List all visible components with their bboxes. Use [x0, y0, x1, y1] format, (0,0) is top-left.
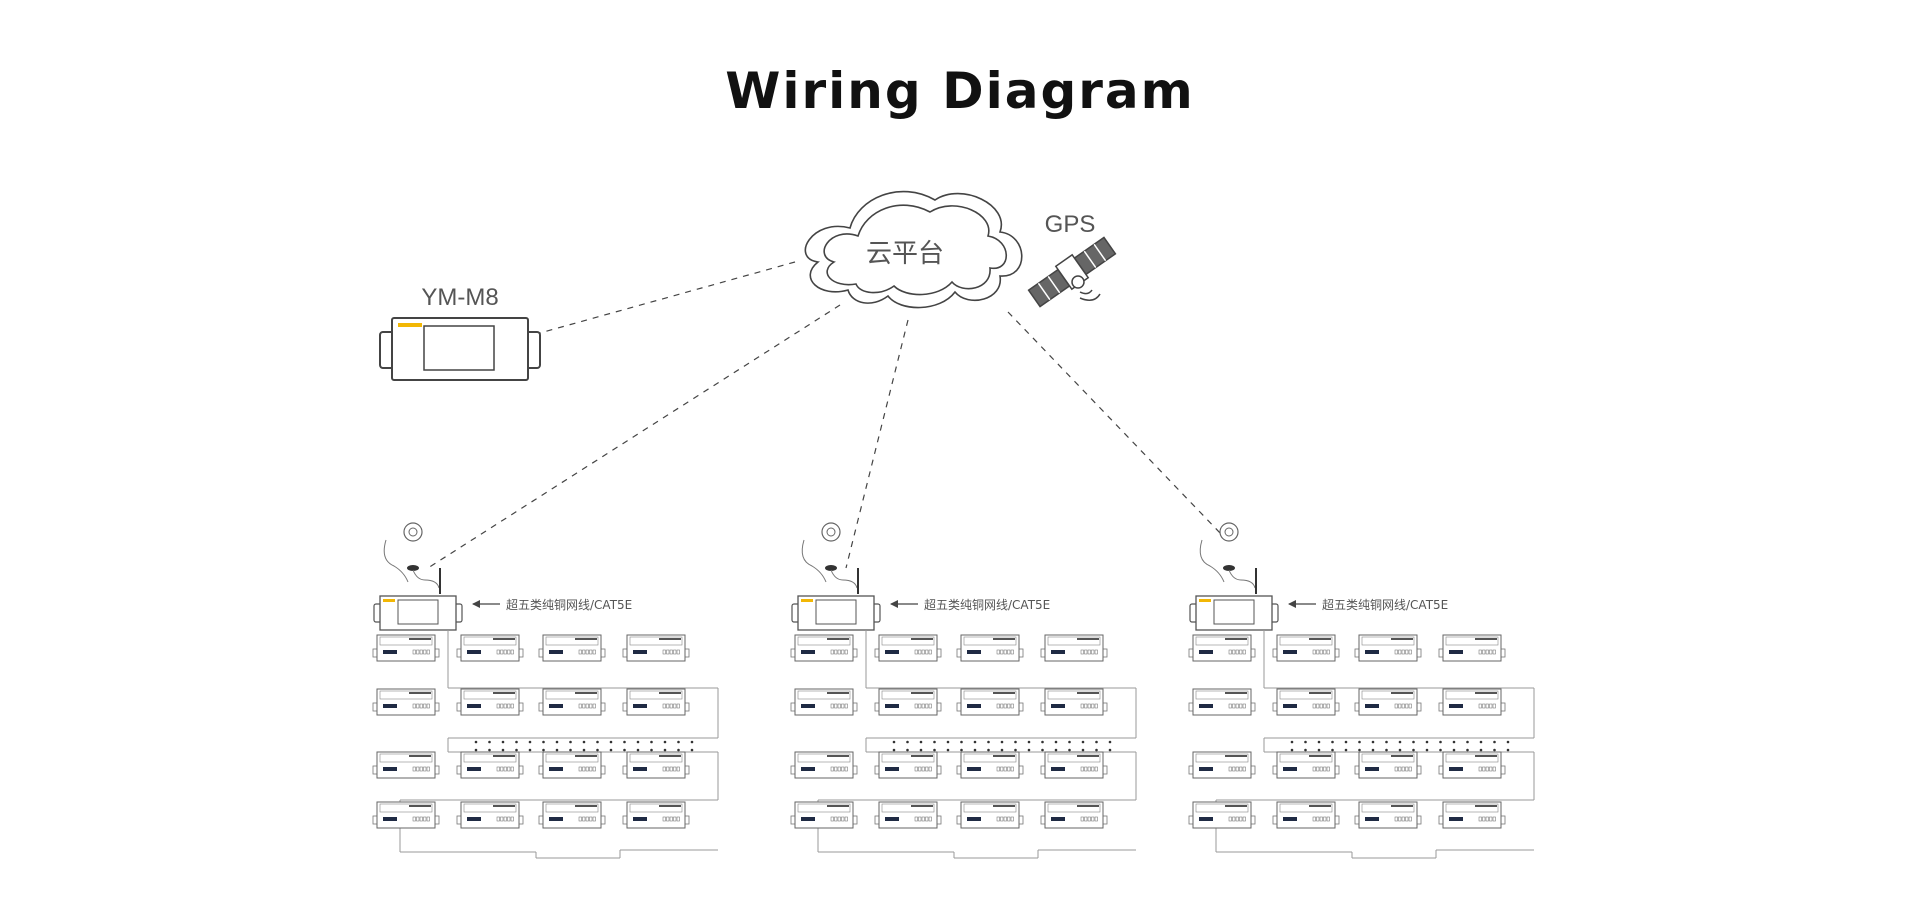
arrow-head-icon	[472, 600, 480, 608]
cable-label: 超五类纯铜网线/CAT5E	[924, 597, 1050, 612]
device-unit	[790, 801, 858, 829]
gateway-icon	[1189, 595, 1279, 631]
device-unit	[538, 801, 606, 829]
device-unit	[456, 634, 524, 662]
device-unit	[372, 634, 440, 662]
gps-antenna-icon	[383, 522, 441, 594]
device-unit	[956, 634, 1024, 662]
device-unit	[456, 801, 524, 829]
device-unit	[790, 751, 858, 779]
device-unit	[1272, 751, 1340, 779]
cloud-platform: 云平台	[804, 190, 1023, 309]
device-unit	[456, 688, 524, 716]
cloud-label: 云平台	[866, 239, 944, 269]
connection-line-monitor	[539, 261, 796, 334]
device-unit	[1272, 688, 1340, 716]
device-unit	[790, 688, 858, 716]
device-unit	[1040, 634, 1108, 662]
cable-label: 超五类纯铜网线/CAT5E	[1322, 597, 1448, 612]
connection-lines	[427, 261, 1223, 569]
device-unit	[874, 751, 942, 779]
satellite-icon	[1027, 236, 1117, 308]
device-unit	[1272, 634, 1340, 662]
continuation-dots	[892, 740, 1112, 752]
device-unit	[956, 751, 1024, 779]
device-cluster: 超五类纯铜网线/CAT5E	[1188, 522, 1535, 859]
device-unit	[874, 634, 942, 662]
page-title: Wiring Diagram	[725, 62, 1195, 120]
device-clusters: 超五类纯铜网线/CAT5E 超五类纯铜网线/CAT5E 超五类纯铜网线/CAT5E	[372, 522, 1535, 859]
device-unit	[372, 751, 440, 779]
connection-line-cluster-2	[845, 319, 909, 569]
continuation-dots	[474, 740, 694, 752]
device-unit	[1188, 634, 1256, 662]
device-unit	[538, 634, 606, 662]
gps-antenna-icon	[1199, 522, 1257, 594]
gps-satellite: GPS	[1027, 211, 1117, 308]
device-unit	[1040, 801, 1108, 829]
device-unit	[622, 688, 690, 716]
monitor-device-icon	[379, 317, 541, 381]
device-unit	[1438, 634, 1506, 662]
continuation-dots	[1290, 740, 1510, 752]
device-cluster: 超五类纯铜网线/CAT5E	[372, 522, 719, 859]
monitor-device: YM-M8	[379, 284, 541, 381]
gps-antenna-icon	[801, 522, 859, 594]
device-unit	[1438, 688, 1506, 716]
device-unit	[1188, 801, 1256, 829]
device-unit	[1354, 688, 1422, 716]
device-unit	[622, 751, 690, 779]
device-unit	[1354, 801, 1422, 829]
cable-wiring	[399, 630, 719, 859]
arrow-head-icon	[890, 600, 898, 608]
device-unit	[1438, 751, 1506, 779]
monitor-label: YM-M8	[421, 284, 498, 311]
connection-line-cluster-3	[1007, 311, 1223, 536]
device-unit	[956, 688, 1024, 716]
device-cluster: 超五类纯铜网线/CAT5E	[790, 522, 1137, 859]
device-unit	[622, 634, 690, 662]
device-unit	[456, 751, 524, 779]
device-unit	[874, 688, 942, 716]
device-unit	[1354, 634, 1422, 662]
device-unit	[874, 801, 942, 829]
device-unit	[1272, 801, 1340, 829]
device-unit	[1438, 801, 1506, 829]
connection-line-cluster-1	[427, 304, 841, 569]
cable-label: 超五类纯铜网线/CAT5E	[506, 597, 632, 612]
device-unit	[956, 801, 1024, 829]
device-unit	[538, 688, 606, 716]
device-unit	[1188, 751, 1256, 779]
device-unit	[622, 801, 690, 829]
gateway-icon	[373, 595, 463, 631]
device-unit	[1040, 751, 1108, 779]
device-unit	[1188, 688, 1256, 716]
gateway-icon	[791, 595, 881, 631]
device-unit	[372, 688, 440, 716]
device-unit	[538, 751, 606, 779]
device-unit	[1354, 751, 1422, 779]
arrow-head-icon	[1288, 600, 1296, 608]
cloud-icon	[804, 190, 1023, 309]
device-unit	[372, 801, 440, 829]
device-unit	[1040, 688, 1108, 716]
device-unit	[790, 634, 858, 662]
gps-label: GPS	[1045, 211, 1096, 238]
